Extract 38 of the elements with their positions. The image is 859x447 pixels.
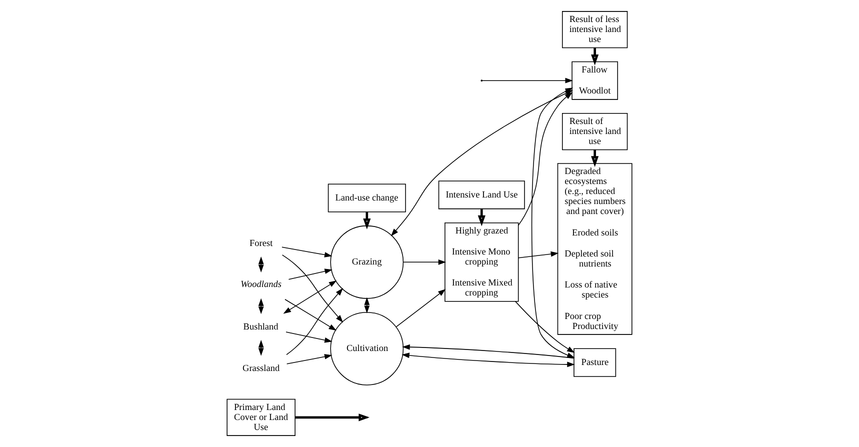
arrow [284, 298, 337, 331]
arrow [286, 332, 332, 343]
node-box: Result of intensive land use [562, 113, 628, 150]
node-box: Pasture [574, 348, 616, 377]
arrow [288, 268, 332, 280]
arrow [364, 297, 370, 314]
arrow [482, 78, 573, 84]
node-text: Woodlands [240, 280, 282, 290]
arrow [518, 251, 559, 258]
node-box: Primary Land Cover or Land Use [226, 398, 296, 436]
node-box: Degraded ecosystems (e.g., reduced species numbers and pant cover) Eroded soils Depleted soil nutrients Loss of native species Poor crop Productivity [557, 163, 632, 335]
arrow [515, 301, 575, 353]
node-box: Fallow Woodlot [572, 61, 618, 100]
arrow [286, 354, 332, 364]
node-box: Highly grazed Intensive Mono cropping Intensive Mixed cropping [444, 222, 519, 302]
arrow [282, 246, 332, 258]
node-circle: Cultivation [330, 312, 404, 386]
arrow [402, 352, 575, 368]
node-box: Intensive Land Use [438, 180, 525, 210]
node-text: Bushland [243, 322, 278, 332]
arrow [478, 208, 486, 226]
arrow [591, 150, 599, 167]
arrow [258, 256, 264, 272]
node-text: Forest [249, 238, 273, 249]
arrow [591, 48, 599, 66]
arrow [396, 288, 446, 328]
arrow [518, 92, 573, 226]
node-box: Land-use change [328, 184, 406, 212]
arrow [258, 298, 264, 314]
arrow [402, 344, 574, 359]
node-circle: Grazing [330, 225, 404, 299]
arrow [258, 340, 264, 356]
arrow [283, 280, 337, 314]
node-text: Grassland [242, 364, 280, 374]
arrow [403, 259, 446, 265]
arrow [282, 254, 344, 323]
arrow [286, 288, 344, 356]
node-box: Result of less intensive land use [562, 11, 628, 48]
